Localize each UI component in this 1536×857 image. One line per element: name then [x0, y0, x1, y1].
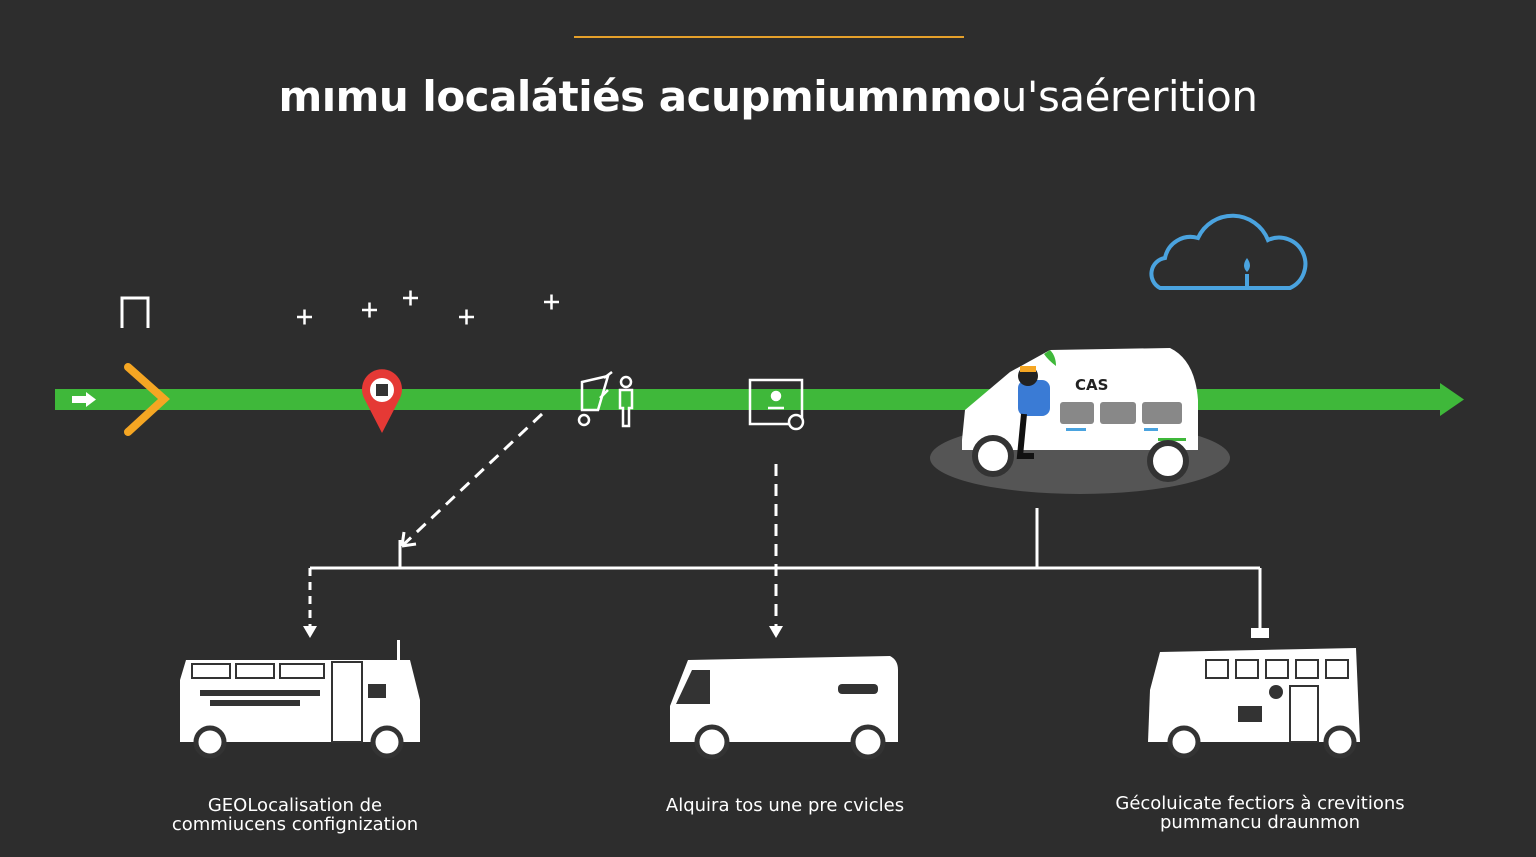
screen-touch-icon [748, 378, 805, 431]
timeline-arrowhead [1440, 383, 1464, 416]
page-title: mımu localátiés acupmiumnmou'saérerition [0, 72, 1536, 121]
arrow-right-icon [72, 392, 96, 407]
plus-icons [297, 290, 559, 325]
vehicle-label-2: Alquira tos une pre cvicles [665, 795, 905, 816]
vehicle-van-icon [670, 656, 898, 760]
vehicle-bus-icon [180, 640, 420, 759]
chevron-right-icon [124, 363, 170, 436]
title-light: u'saérerition [1000, 72, 1258, 121]
title-bold: mımu localátiés acupmiumnmo [278, 72, 1001, 121]
warning-drop-icon [1244, 258, 1250, 286]
trolley-person-icon [577, 371, 634, 428]
top-accent-line [574, 36, 964, 38]
vehicle-ambulance-icon [1148, 648, 1360, 759]
van-driver-icon: CAS [930, 348, 1230, 494]
map-pin-icon [362, 369, 402, 433]
door-icon [120, 296, 150, 328]
cloud-icon [1149, 213, 1308, 290]
connector-lines [308, 412, 1262, 628]
van-label: CAS [1075, 376, 1108, 394]
